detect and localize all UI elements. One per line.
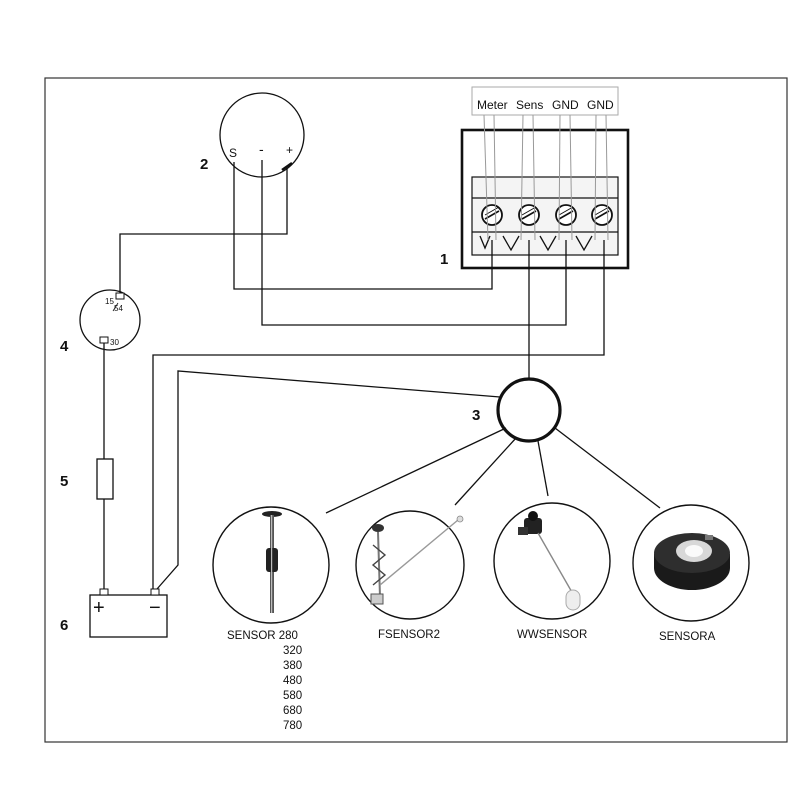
terminal-guide [605,114,609,241]
ignition-relay: 15 54 30 [79,289,141,351]
battery-minus: − [149,597,161,619]
terminal-notch [575,235,593,252]
component-number-4: 4 [60,338,69,355]
relay-pin-slash [112,302,119,312]
terminal-screw [555,204,577,226]
terminal-notch [479,235,491,250]
fuse [96,458,114,500]
terminal-screw [518,204,540,226]
terminal-guide [532,114,536,241]
gauge-terminal-plus: + [286,143,293,157]
sensor-280-illustration [212,506,330,624]
wire-gauge-minus-to-gnd [261,160,567,326]
component-number-3: 3 [472,407,480,424]
terminal-label-sens: Sens [516,98,543,112]
sensor-size-480: 480 [283,675,302,687]
terminal-notch [539,235,557,252]
terminal-guide [483,114,489,241]
wire-gauge-plus-to-relay [119,168,288,293]
terminal-block-label-strip [471,86,619,116]
wire-splitter-to-wwsensor [537,440,549,497]
relay-pin-15: 15 [105,297,114,306]
terminal-notch [502,235,520,252]
wwsensor-illustration [493,502,611,620]
fsensor2-illustration [355,510,465,620]
sensor-label-fsensor2: FSENSOR2 [378,629,440,641]
terminal-guide [520,114,524,241]
wire-gnd-to-battery [152,240,605,589]
wire-splitter-to-sensora [554,427,661,509]
gauge: S - + [219,92,305,178]
sensor-size-780: 780 [283,720,302,732]
component-number-1: 1 [440,251,448,268]
component-number-2: 2 [200,156,208,173]
terminal-guide [558,114,561,241]
terminal-label-meter: Meter [477,98,508,112]
sensor-label-sensora: SENSORA [659,631,716,643]
relay-pin-30: 30 [110,338,119,347]
relay-pin-54: 54 [114,304,123,313]
terminal-guide [569,114,573,241]
sensor-size-580: 580 [283,690,302,702]
sensor-size-320: 320 [283,645,302,657]
terminal-screw [591,204,613,226]
terminal-block: Meter Sens GND GND [460,86,630,270]
terminal-screw [481,204,503,226]
terminal-label-gnd-1: GND [552,98,579,112]
terminal-guide [594,114,597,241]
gauge-terminal-minus: - [259,141,264,157]
battery-plus: + [93,597,105,619]
wire-sensor-ground-to-battery [156,370,501,590]
sensor-size-380: 380 [283,660,302,672]
gauge-terminal-s: S [229,146,237,160]
gauge-plus-lug [281,161,293,172]
splitter [496,377,562,443]
wire-splitter-to-fsensor2 [454,437,517,506]
wire-gauge-s-to-meter [233,162,493,290]
terminal-label-gnd-2: GND [587,98,614,112]
terminal-guide [493,114,497,241]
battery: + − [89,588,168,638]
sensor-label-280: SENSOR 280 [227,630,298,642]
wiring [103,160,661,590]
sensor-size-680: 680 [283,705,302,717]
diagram-frame [44,77,788,743]
sensor-label-wwsensor: WWSENSOR [517,629,587,641]
sensora-illustration [632,504,750,622]
component-number-6: 6 [60,617,68,634]
component-number-5: 5 [60,473,68,490]
wire-splitter-to-sensor-280 [325,427,507,514]
